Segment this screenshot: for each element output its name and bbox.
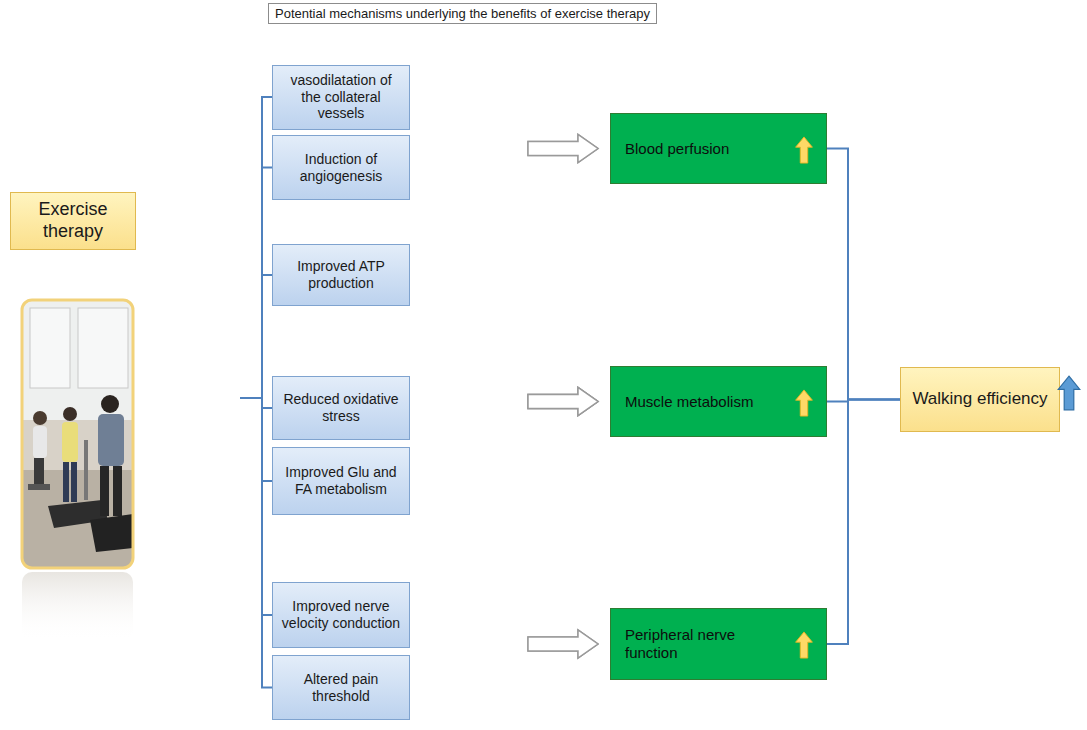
node-label: Muscle metabolism (625, 393, 753, 411)
treadmill-photo (22, 300, 133, 642)
connector (528, 135, 598, 163)
connector (240, 398, 272, 408)
connector (528, 388, 598, 416)
connector (240, 168, 272, 399)
node-label: vasodilatation of the collateral vessels (279, 72, 403, 122)
node-label: Exercise therapy (19, 199, 127, 242)
node-label: Improved ATP production (279, 258, 403, 292)
title-box: Potential mechanisms underlying the bene… (268, 3, 657, 24)
effect-box: Blood perfusion (610, 113, 827, 184)
effect-box: Muscle metabolism (610, 366, 827, 437)
connector (240, 275, 272, 398)
connector (827, 400, 900, 645)
connector (528, 630, 598, 658)
connector (240, 398, 272, 481)
outcome-box: Walking efficiency (900, 367, 1060, 432)
up-arrow-icon (794, 136, 814, 164)
connector (240, 398, 272, 688)
node-label: Improved Glu and FA metabolism (279, 464, 403, 498)
connector (240, 97, 272, 398)
title-text: Potential mechanisms underlying the bene… (275, 6, 650, 21)
node-label: Improved nerve velocity conduction (279, 598, 403, 632)
mechanism-box: vasodilatation of the collateral vessels (272, 65, 410, 130)
effect-box: Peripheral nerve function (610, 608, 827, 680)
mechanism-box: Improved Glu and FA metabolism (272, 447, 410, 515)
node-label: Peripheral nerve function (625, 626, 786, 662)
up-arrow-icon (794, 631, 814, 659)
mechanism-box: Altered pain threshold (272, 655, 410, 720)
node-label: Blood perfusion (625, 140, 729, 158)
node-label: Altered pain threshold (279, 671, 403, 705)
mechanism-box: Improved nerve velocity conduction (272, 582, 410, 648)
mechanism-box: Improved ATP production (272, 244, 410, 306)
connector (528, 388, 598, 416)
connector (528, 135, 598, 163)
node-label: Walking efficiency (912, 389, 1047, 409)
connector (528, 630, 598, 658)
therapy-box: Exercise therapy (10, 192, 136, 250)
connector (240, 398, 272, 615)
node-label: Induction of angiogenesis (279, 151, 403, 185)
up-arrow-icon (1057, 375, 1081, 411)
mechanism-box: Induction of angiogenesis (272, 135, 410, 200)
up-arrow-icon (794, 389, 814, 417)
connector (528, 388, 598, 416)
connector (827, 149, 900, 400)
node-label: Reduced oxidative stress (279, 391, 403, 425)
mechanism-box: Reduced oxidative stress (272, 376, 410, 440)
